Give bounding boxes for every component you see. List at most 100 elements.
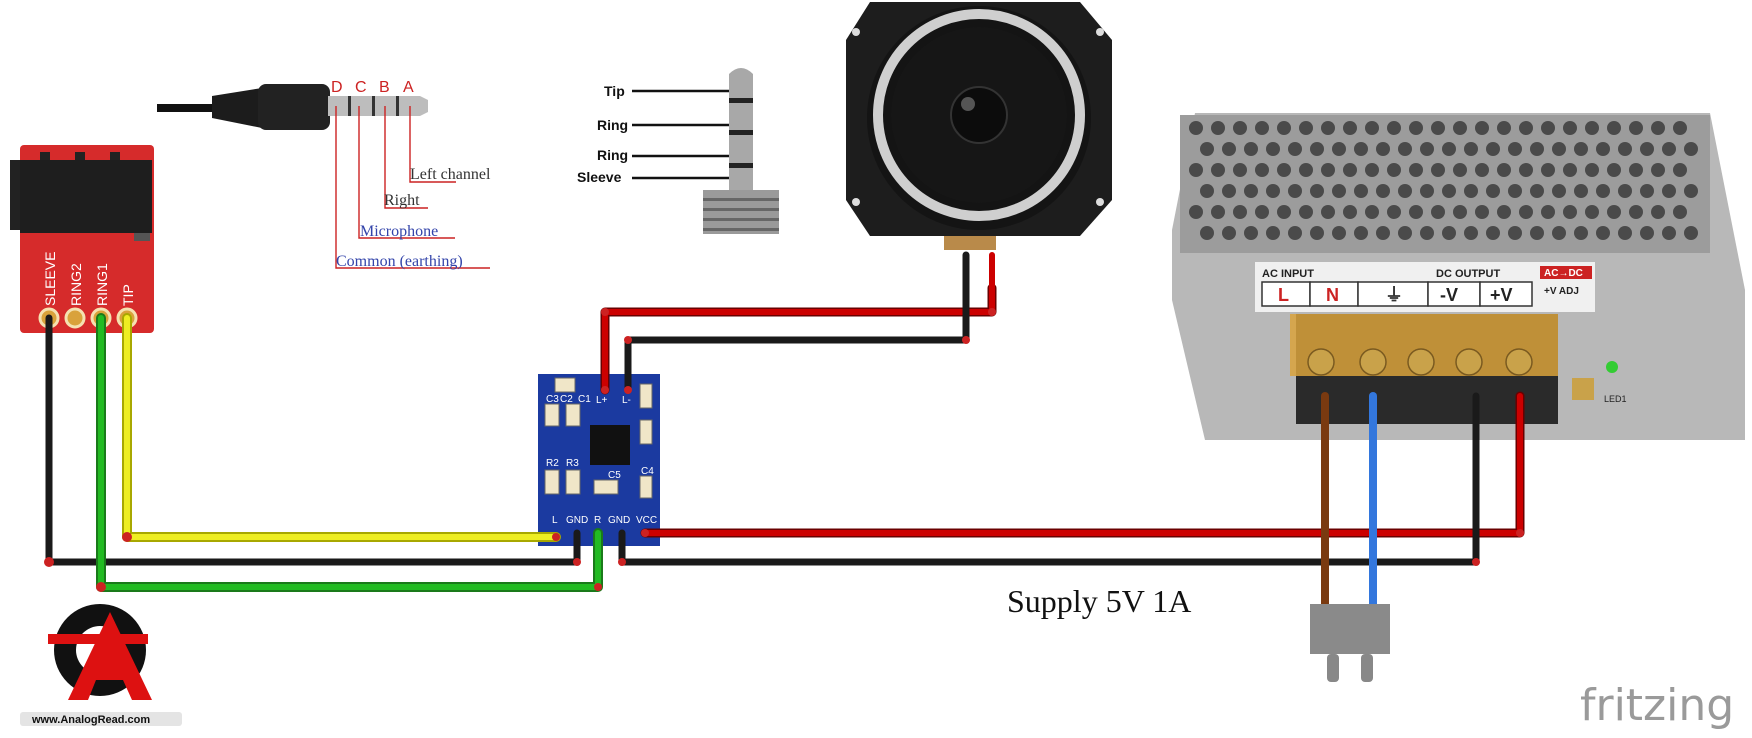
psu-vent-hole — [1310, 226, 1324, 240]
psu-vent-hole — [1332, 184, 1346, 198]
psu-vent-hole — [1387, 121, 1401, 135]
wire-tip-left — [124, 315, 559, 540]
psu-vent-hole — [1607, 163, 1621, 177]
psu-vent-hole — [1255, 163, 1269, 177]
psu-vent-hole — [1310, 184, 1324, 198]
breakout-pin-sleeve: SLEEVE — [42, 252, 58, 306]
psu-vent-hole — [1387, 163, 1401, 177]
psu-vent-hole — [1343, 163, 1357, 177]
psu-vent-hole — [1343, 205, 1357, 219]
psu-vent-hole — [1354, 226, 1368, 240]
psu-vent-hole — [1431, 121, 1445, 135]
psu-vent-hole — [1200, 226, 1214, 240]
speaker — [846, 2, 1112, 250]
psu-vent-hole — [1497, 163, 1511, 177]
psu-vent-hole — [1365, 121, 1379, 135]
psu-ac-input-label: AC INPUT — [1262, 268, 1314, 280]
psu-vent-hole — [1618, 226, 1632, 240]
speaker-terminal-block — [944, 236, 996, 250]
psu-vent-hole — [1409, 121, 1423, 135]
amp-label-lplus: L+ — [596, 395, 608, 406]
psu-vent-hole — [1497, 121, 1511, 135]
psu-vent-hole — [1541, 205, 1555, 219]
psu-vent-hole — [1596, 184, 1610, 198]
psu-vent-hole — [1354, 142, 1368, 156]
psu-vent-hole — [1574, 142, 1588, 156]
psu-vent-hole — [1288, 142, 1302, 156]
wire-speaker-plus — [602, 252, 995, 393]
psu-vent-hole — [1442, 184, 1456, 198]
psu-vent-hole — [1541, 121, 1555, 135]
amp-label-l: L — [552, 515, 558, 526]
trrs-label-tip: Tip — [604, 83, 625, 99]
psu-vent-hole — [1530, 184, 1544, 198]
psu-adj-label: +V ADJ — [1544, 286, 1579, 297]
psu-vent-hole — [1431, 205, 1445, 219]
psu-vent-hole — [1409, 163, 1423, 177]
pin-letter-a: A — [403, 79, 414, 96]
psu-vent-hole — [1596, 226, 1610, 240]
amp-label-gnd-2: GND — [608, 515, 630, 526]
trrs-breakout-board: SLEEVE RING2 RING1 TIP — [10, 145, 154, 333]
amp-chip — [590, 425, 630, 465]
psu-vent-hole — [1563, 205, 1577, 219]
psu-vent-hole — [1233, 121, 1247, 135]
psu-vent-hole — [1464, 226, 1478, 240]
psu-vent-hole — [1651, 205, 1665, 219]
psu-terminal-plus-v: +V — [1490, 285, 1513, 305]
psu-vent-hole — [1684, 184, 1698, 198]
psu-vent-hole — [1629, 205, 1643, 219]
wire-ring1-right — [98, 315, 601, 590]
label-right: Right — [384, 192, 420, 209]
logo-url: www.AnalogRead.com — [31, 714, 150, 726]
psu-vent-hole — [1211, 121, 1225, 135]
label-microphone: Microphone — [360, 223, 438, 240]
psu-vent-hole — [1563, 163, 1577, 177]
amplifier-board: C3 C2 C1 R2 R3 C5 C4 L+ L- L GND R GND V… — [538, 374, 660, 546]
psu-vent-hole — [1530, 226, 1544, 240]
pin-letter-b: B — [379, 79, 390, 96]
psu-vent-hole — [1486, 142, 1500, 156]
psu-vent-hole — [1420, 142, 1434, 156]
psu-vent-hole — [1189, 121, 1203, 135]
psu-led — [1606, 361, 1618, 373]
psu-acdc-badge: AC→DC — [1544, 268, 1583, 279]
psu-vent-hole — [1541, 163, 1555, 177]
wire-joints — [44, 308, 1524, 592]
psu-vent-hole — [1288, 226, 1302, 240]
psu-vent-hole — [1420, 226, 1434, 240]
psu-vent-hole — [1442, 226, 1456, 240]
trrs-label-ring-1: Ring — [597, 117, 628, 133]
psu-vent-hole — [1233, 163, 1247, 177]
psu-adj-pot — [1572, 378, 1594, 400]
psu-dc-output-label: DC OUTPUT — [1436, 268, 1500, 280]
psu-vent-hole — [1200, 142, 1214, 156]
psu-vent-hole — [1277, 205, 1291, 219]
psu-vent-hole — [1607, 121, 1621, 135]
jack-annotation-labels: Left channel Right Microphone Common (ea… — [336, 166, 491, 270]
psu-vent-holes — [1189, 121, 1698, 240]
psu-vent-hole — [1321, 121, 1335, 135]
psu-vent-hole — [1277, 163, 1291, 177]
jack-body — [258, 84, 330, 130]
jack-plug — [157, 84, 428, 130]
psu-terminal-l: L — [1278, 285, 1289, 305]
psu-vent-hole — [1299, 205, 1313, 219]
psu-vent-hole — [1332, 142, 1346, 156]
psu-vent-hole — [1420, 184, 1434, 198]
psu-vent-hole — [1189, 205, 1203, 219]
breakout-pin-tip: TIP — [120, 284, 136, 306]
psu-vent-hole — [1321, 163, 1335, 177]
psu-vent-hole — [1299, 163, 1313, 177]
psu-vent-hole — [1255, 121, 1269, 135]
psu-vent-hole — [1651, 121, 1665, 135]
psu-vent-hole — [1673, 121, 1687, 135]
psu-vent-hole — [1662, 226, 1676, 240]
psu-led-label: LED1 — [1604, 394, 1627, 404]
psu-vent-hole — [1475, 163, 1489, 177]
breakout-pin-ring1: RING1 — [94, 263, 110, 306]
psu-vent-hole — [1332, 226, 1346, 240]
psu-vent-hole — [1475, 121, 1489, 135]
psu-vent-hole — [1486, 226, 1500, 240]
fritzing-watermark: fritzing — [1580, 680, 1734, 731]
